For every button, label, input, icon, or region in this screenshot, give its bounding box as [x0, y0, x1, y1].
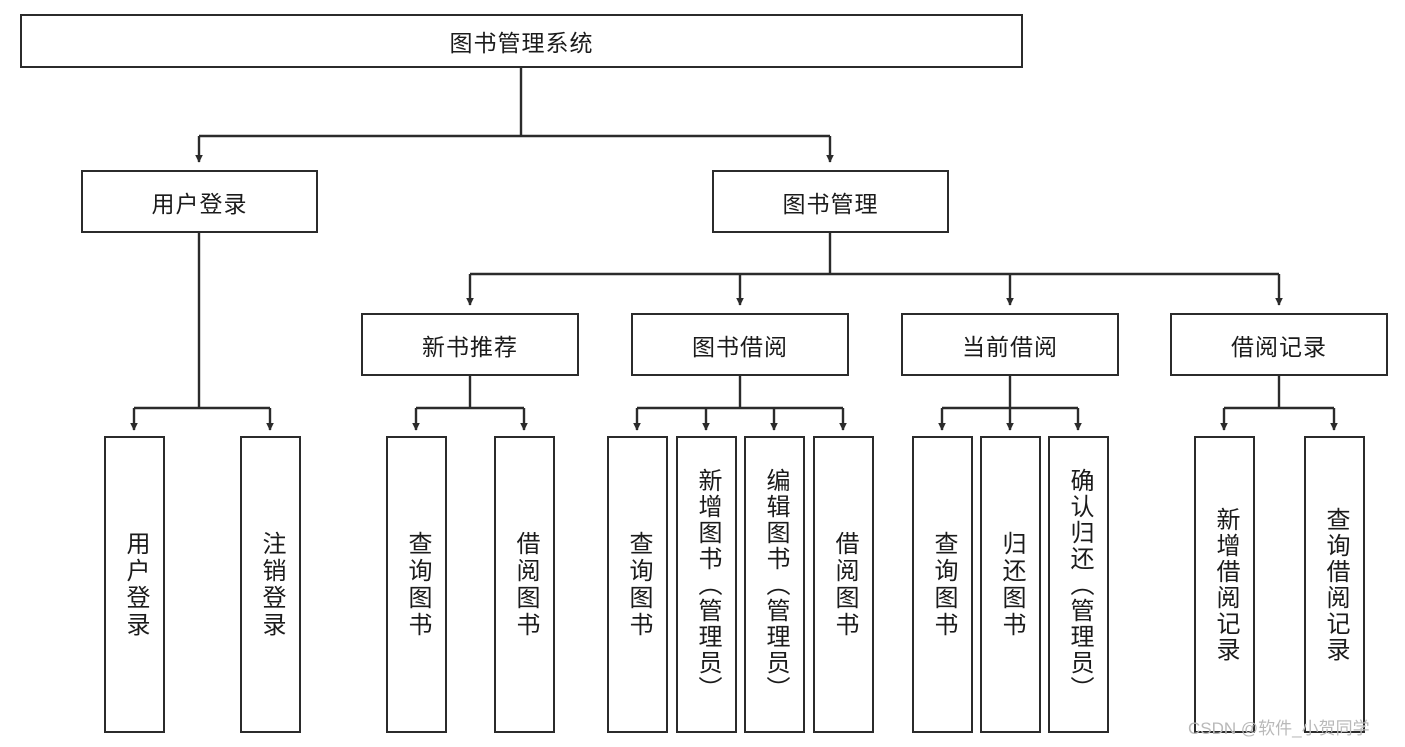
leaf-return-book[interactable]: 归还图书	[980, 436, 1041, 733]
leaf-edit-book[interactable]: 编辑图书（管理员）	[744, 436, 805, 733]
node-root[interactable]: 图书管理系统	[20, 14, 1023, 68]
node-book-manage[interactable]: 图书管理	[712, 170, 949, 233]
leaf-query-record-label: 查询借阅记录	[1321, 506, 1349, 663]
leaf-add-book[interactable]: 新增图书（管理员）	[676, 436, 737, 733]
leaf-query-book-2[interactable]: 查询图书	[607, 436, 668, 733]
leaf-query-book-1-label: 查询图书	[403, 530, 431, 639]
leaf-logout-label: 注销登录	[257, 530, 285, 639]
leaf-return-book-label: 归还图书	[997, 530, 1025, 639]
node-book-manage-label: 图书管理	[782, 190, 879, 217]
leaf-borrow-book-1-label: 借阅图书	[511, 530, 539, 639]
leaf-user-login-label: 用户登录	[121, 530, 149, 639]
node-user-login-label: 用户登录	[151, 190, 248, 217]
leaf-query-book-3-label: 查询图书	[929, 530, 957, 639]
leaf-add-record[interactable]: 新增借阅记录	[1194, 436, 1255, 733]
leaf-add-record-label: 新增借阅记录	[1211, 506, 1239, 663]
node-new-book-rec[interactable]: 新书推荐	[361, 313, 579, 376]
csdn-watermark: CSDN @软件_小贺同学	[1188, 719, 1370, 738]
node-borrow-record[interactable]: 借阅记录	[1170, 313, 1388, 376]
node-book-borrow[interactable]: 图书借阅	[631, 313, 849, 376]
node-current-borrow[interactable]: 当前借阅	[901, 313, 1119, 376]
node-borrow-record-label: 借阅记录	[1231, 333, 1327, 360]
node-book-borrow-label: 图书借阅	[692, 333, 788, 360]
leaf-query-book-1[interactable]: 查询图书	[386, 436, 447, 733]
leaf-borrow-book-2-label: 借阅图书	[830, 530, 858, 639]
node-user-login[interactable]: 用户登录	[81, 170, 318, 233]
node-root-label: 图书管理系统	[449, 30, 594, 56]
leaf-query-book-2-label: 查询图书	[624, 530, 652, 639]
leaf-confirm-return-label: 确认归还（管理员）	[1065, 467, 1093, 702]
node-current-borrow-label: 当前借阅	[962, 333, 1058, 360]
leaf-borrow-book-2[interactable]: 借阅图书	[813, 436, 874, 733]
leaf-user-login[interactable]: 用户登录	[104, 436, 165, 733]
leaf-add-book-label: 新增图书（管理员）	[693, 467, 721, 702]
node-new-book-rec-label: 新书推荐	[422, 333, 518, 360]
leaf-query-record[interactable]: 查询借阅记录	[1304, 436, 1365, 733]
leaf-borrow-book-1[interactable]: 借阅图书	[494, 436, 555, 733]
leaf-edit-book-label: 编辑图书（管理员）	[761, 467, 789, 702]
leaf-confirm-return[interactable]: 确认归还（管理员）	[1048, 436, 1109, 733]
leaf-query-book-3[interactable]: 查询图书	[912, 436, 973, 733]
leaf-logout[interactable]: 注销登录	[240, 436, 301, 733]
